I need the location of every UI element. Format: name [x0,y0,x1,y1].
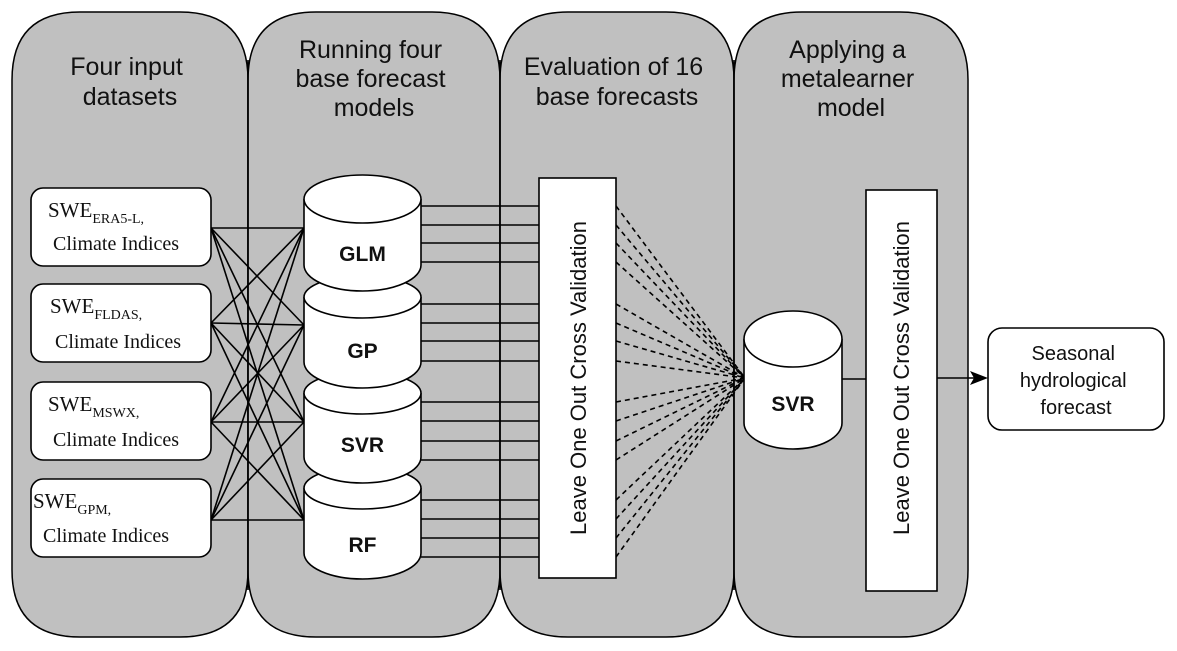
forecast-to-metalearner-dashed-link [615,377,746,461]
forecast-to-metalearner-dashed-link [615,377,746,539]
dataset-box-mswx: SWEMSWX, Climate Indices [30,381,212,461]
forecast-to-metalearner-dashed-link [615,242,746,379]
dataset-to-model-link [210,324,305,521]
forecast-to-metalearner-dashed-link [615,340,746,379]
connection-wires [210,205,539,558]
cylinder-body [303,297,422,389]
dataset-label: SWEERA5-L, [48,198,144,227]
loocv-box-frame [538,177,617,579]
loocv-label: Leave One Out Cross Validation [566,221,591,535]
forecast-to-metalearner-dashed-link [615,377,746,403]
forecast-to-metalearner-dashed-link [615,377,746,501]
dataset-box-frame [30,283,212,363]
dataset-to-model-link [210,227,305,521]
loocv-label: Leave One Out Cross Validation [889,221,914,535]
dataset-base: SWE [48,198,92,222]
stage-title-line: Applying a [789,36,906,64]
dataset-base: SWE [33,489,77,513]
arrowhead-icon [970,371,988,385]
dataset-to-model-link [210,421,305,521]
cylinder-body [303,393,422,484]
stage-title-line: base forecast [295,65,445,93]
forecast-to-metalearner-dashed-link [615,377,746,422]
stage-title-input: Four input datasets [70,53,190,111]
model-label-gp: GP [347,340,377,363]
metalearner-model-label: SVR [771,393,814,416]
stage-title-line: base forecasts [536,83,699,111]
output-label: Seasonal hydrological forecast [1020,343,1132,419]
forecast-to-metalearner-dashed-link [615,360,746,379]
cylinder-glm: GLM [303,174,422,292]
dataset-label: SWEMSWX, [48,392,139,421]
stage-title-line: metalearner [781,65,914,93]
dataset-line2: Climate Indices [55,331,181,353]
stage-title-line: model [817,94,885,122]
model-label-glm: GLM [339,243,386,266]
forecast-to-metalearner-dashed-link [615,224,746,379]
dataset-label: SWEFLDAS, [50,294,142,323]
dataset-line2: Climate Indices [53,233,179,255]
stage-title-line: models [334,94,415,122]
cylinder-body [303,488,422,580]
cylinder-body [303,199,422,292]
dataset-box-fldas: SWEFLDAS, Climate Indices [30,283,212,363]
dataset-box-gpm: SWEGPM, Climate Indices [30,478,212,558]
evaluation-loocv-box: Leave One Out Cross Validation [538,177,617,579]
forecast-to-metalearner-dashed-link [615,377,746,558]
model-label-rf: RF [349,534,377,557]
cylinder-body [743,339,843,450]
model-label-svr: SVR [341,434,384,457]
stage-title-line: Running four [299,36,442,64]
stage-title-line: Evaluation of 16 [524,53,703,81]
dataset-to-model-link [210,227,305,423]
dataset-subscript: GPM, [77,503,111,518]
dataset-base: SWE [50,294,94,318]
output-box: Seasonal hydrological forecast [987,327,1165,431]
dataset-box-frame [30,381,212,461]
cylinder-top [303,174,422,224]
output-line: hydrological [1020,370,1127,392]
cylinder-top [743,310,843,368]
stage-title-evaluation: Evaluation of 16 base forecasts [524,53,710,111]
metalearner-loocv-box: Leave One Out Cross Validation [865,189,938,592]
forecast-to-metalearner-dashed-link [615,261,746,379]
dataset-label: SWEGPM, [33,489,111,518]
stage-title-models: Running four base forecast models [295,36,452,122]
output-line: Seasonal [1032,343,1115,365]
loocv-box-frame [865,189,938,592]
forecast-to-metalearner-dashed-link [615,377,746,442]
dataset-to-model-link [210,227,305,324]
dataset-subscript: ERA5-L, [92,212,144,227]
dataset-subscript: MSWX, [92,406,139,421]
dataset-subscript: FLDAS, [94,308,142,323]
output-line: forecast [1040,397,1112,419]
stage-title-line: Four input [70,53,183,81]
dataset-box-frame [30,187,212,267]
output-box-frame [987,327,1165,431]
dataset-line2: Climate Indices [43,525,169,547]
dataset-base: SWE [48,392,92,416]
dataset-line2: Climate Indices [53,429,179,451]
dataset-box-frame [30,478,212,558]
metalearner-cylinder: SVR [743,310,843,450]
stage-title-metalearner: Applying a metalearner model [781,36,921,122]
forecast-dashed-links [615,205,746,558]
forecast-to-metalearner-dashed-link [615,303,746,379]
dataset-box-era5: SWEERA5-L, Climate Indices [30,187,212,267]
stage-title-line: datasets [83,83,178,111]
forecast-to-metalearner-dashed-link [615,377,746,520]
cylinder-gp: GP [303,275,422,389]
